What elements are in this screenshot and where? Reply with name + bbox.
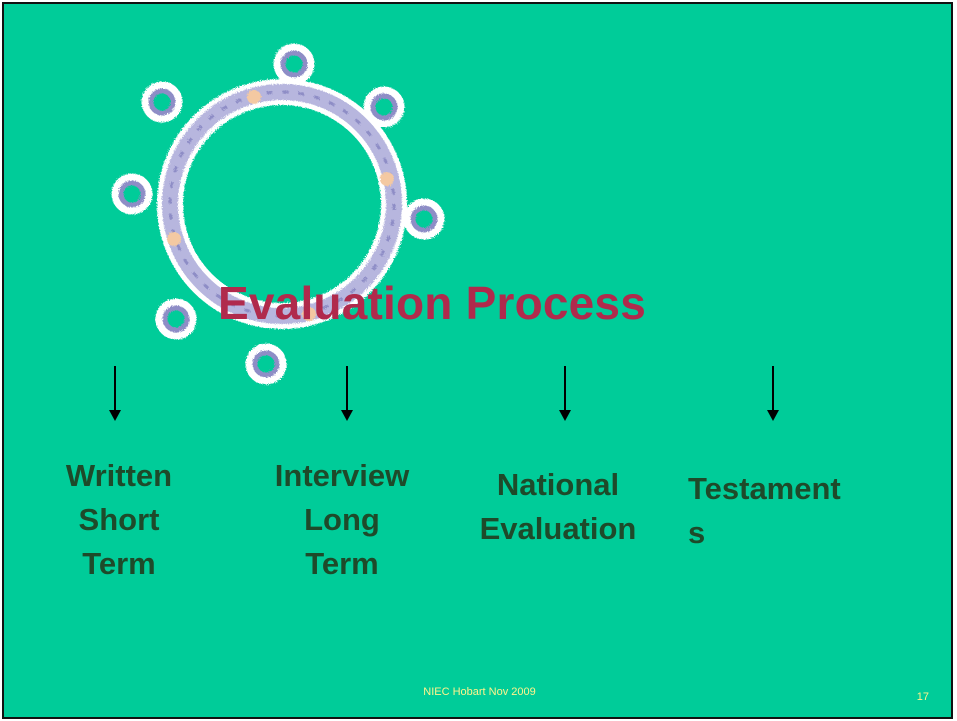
slide-number: 17: [916, 691, 929, 703]
column-testaments: Testament s: [688, 467, 878, 555]
column-written-short-term: Written Short Term: [40, 454, 198, 586]
column-line: National: [496, 467, 620, 502]
column-line: Evaluation: [479, 511, 637, 546]
arrow-down-icon: [767, 366, 779, 421]
arrow-down-icon: [341, 366, 353, 421]
arrow-down-icon: [109, 366, 121, 421]
arrow-down-icon: [559, 366, 571, 421]
column-line: Term: [305, 546, 379, 581]
slide-footer: NIEC Hobart Nov 2009: [423, 686, 536, 698]
column-line: Short: [78, 502, 160, 537]
column-line: Testament: [688, 471, 841, 506]
column-line: Interview: [274, 458, 410, 493]
column-line: Written: [65, 458, 173, 493]
column-national-evaluation: National Evaluation: [470, 463, 646, 551]
column-line: Term: [82, 546, 156, 581]
column-line: Long: [304, 502, 380, 537]
ring-with-small-circles-icon: [111, 43, 445, 385]
slide-title: Evaluation Process: [218, 277, 646, 329]
column-line: s: [688, 515, 706, 550]
column-interview-long-term: Interview Long Term: [256, 454, 428, 586]
